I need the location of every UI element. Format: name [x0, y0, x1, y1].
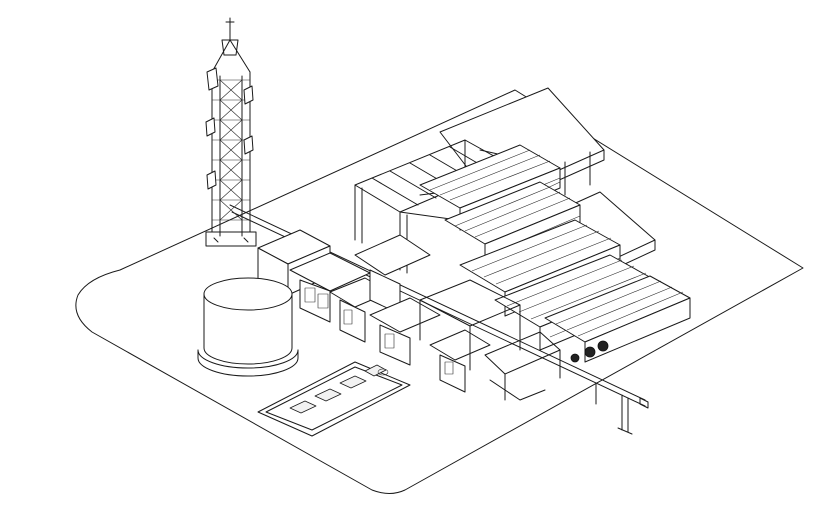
containment-pit-icon — [257, 361, 411, 437]
equipment-skid-icon-5 — [369, 297, 441, 366]
equipment-skid-icon-6 — [429, 329, 491, 393]
equipment-skid-icon-2 — [289, 252, 371, 323]
lattice-tower-icon — [205, 17, 257, 247]
storage-tank-icon — [197, 277, 299, 377]
equipment-skid-icon-4 — [354, 234, 431, 315]
steel-frame-front — [419, 279, 561, 401]
ground-slab — [75, 89, 804, 494]
tank-trailer-icon-5 — [544, 275, 691, 363]
